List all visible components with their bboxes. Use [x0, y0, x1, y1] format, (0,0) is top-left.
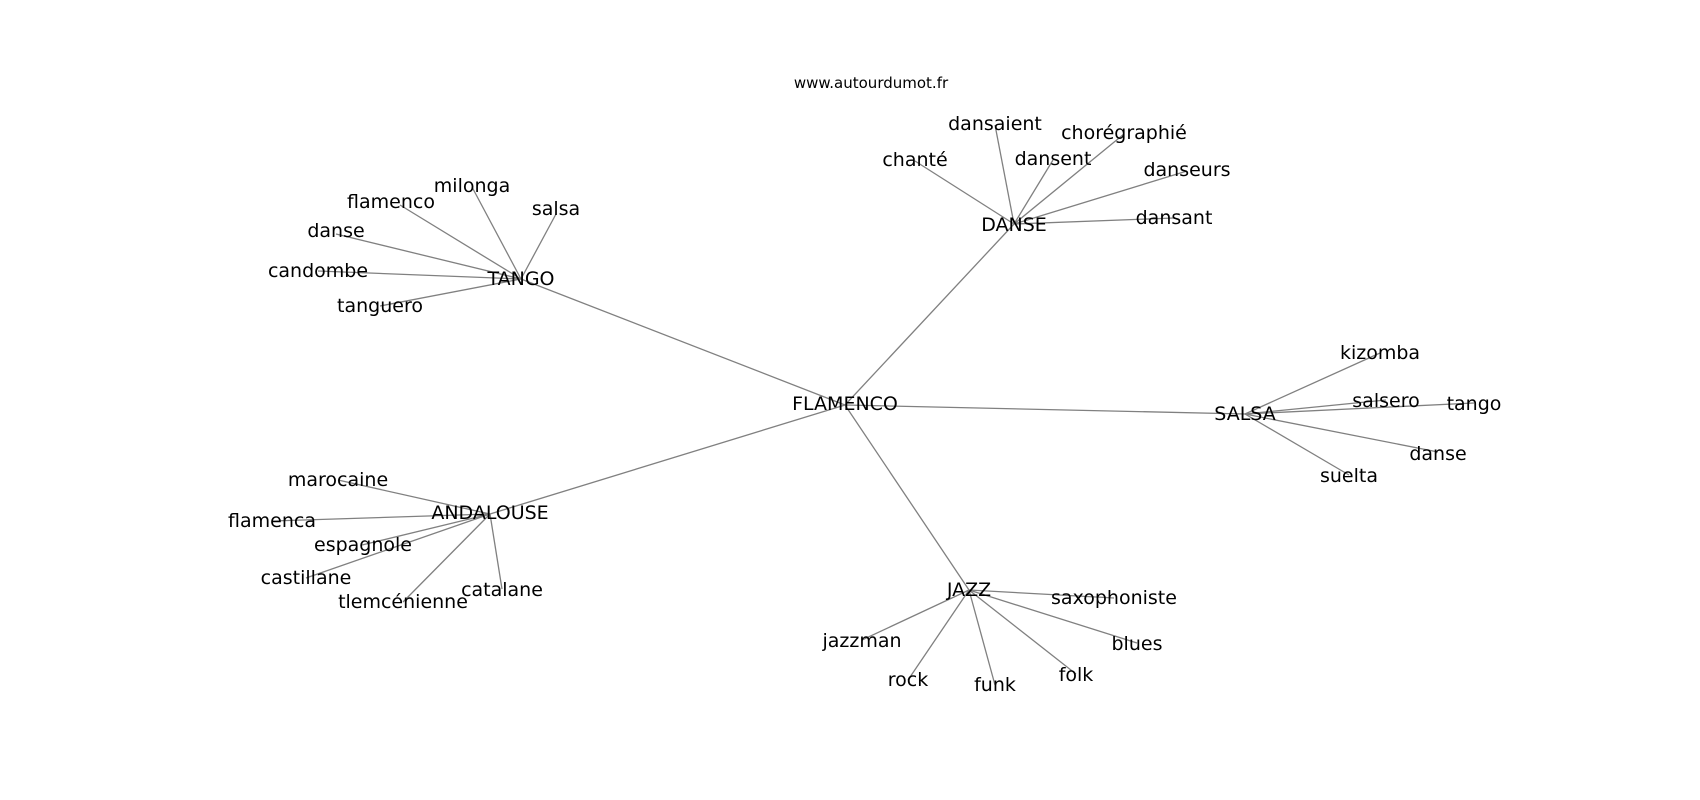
- leaf-label: castillane: [261, 567, 352, 589]
- leaf-label: danse: [1409, 443, 1466, 465]
- edge-danse-dansent: [1013, 159, 1054, 225]
- leaf-label: dansaient: [948, 113, 1042, 135]
- edge-tango-candombe: [317, 270, 522, 280]
- edge-jazz-funk: [968, 589, 996, 686]
- edge-tango-tanguero: [379, 278, 522, 307]
- watermark-text: www.autourdumot.fr: [794, 74, 949, 92]
- leaf-label: rock: [888, 669, 928, 691]
- edge-tango-milonga: [471, 186, 522, 280]
- edge-danse-chante: [914, 160, 1015, 225]
- edge-andalouse-catalane: [489, 513, 503, 590]
- leaf-label: candombe: [268, 260, 368, 282]
- edge-salsa-salsero: [1244, 399, 1387, 415]
- edge-salsa-kizomba: [1244, 352, 1381, 415]
- hub-label-andalouse: ANDALOUSE: [431, 502, 548, 524]
- edge-center-danse: [844, 223, 1015, 406]
- edge-danse-dansaient: [994, 124, 1015, 225]
- leaf-label: milonga: [434, 175, 510, 197]
- leaf-label: tanguero: [337, 295, 423, 317]
- hub-label-jazz: JAZZ: [946, 579, 991, 601]
- edge-jazz-saxophoniste: [968, 589, 1115, 599]
- leaf-label: flamenca: [228, 510, 316, 532]
- leaf-label: suelta: [1320, 465, 1378, 487]
- edge-jazz-folk: [968, 589, 1077, 675]
- edge-tango-danse: [335, 233, 522, 280]
- leaf-label: kizomba: [1340, 342, 1420, 364]
- edges: [271, 124, 1475, 686]
- edge-andalouse-flamenca: [271, 513, 491, 522]
- center-node-label: FLAMENCO: [792, 393, 898, 415]
- edge-danse-choregraphie: [1013, 133, 1125, 225]
- hub-label-salsa: SALSA: [1214, 403, 1275, 425]
- edge-salsa-tango: [1244, 402, 1475, 415]
- edge-center-andalouse: [489, 404, 846, 515]
- edge-andalouse-marocaine: [337, 479, 491, 515]
- leaf-label: salsa: [532, 198, 580, 220]
- leaf-label: blues: [1112, 633, 1163, 655]
- leaf-label: jazzman: [821, 630, 901, 652]
- leaf-label: flamenco: [347, 191, 435, 213]
- edge-salsa-danse: [1244, 413, 1439, 453]
- edge-tango-salsa: [520, 213, 557, 280]
- leaf-label: danseurs: [1143, 159, 1230, 181]
- leaf-label: espagnole: [314, 534, 412, 556]
- edge-andalouse-tlemcenienne: [402, 513, 491, 603]
- edge-andalouse-castillane: [305, 513, 491, 579]
- leaf-label: dansant: [1136, 207, 1213, 229]
- edge-andalouse-espagnole: [361, 513, 491, 546]
- leaf-label: marocaine: [288, 469, 388, 491]
- edge-center-salsa: [844, 404, 1246, 415]
- edge-center-jazz: [844, 404, 970, 591]
- edge-jazz-jazzman: [861, 589, 970, 641]
- edge-danse-dansant: [1013, 217, 1175, 225]
- leaf-label: catalane: [461, 579, 543, 601]
- leaf-label: tlemcénienne: [338, 591, 468, 613]
- edge-center-tango: [520, 278, 846, 406]
- leaf-label: salsero: [1352, 390, 1419, 412]
- edge-tango-flamenco: [399, 204, 522, 280]
- leaf-label: tango: [1447, 393, 1502, 415]
- leaf-label: chorégraphié: [1061, 122, 1187, 144]
- leaf-label: folk: [1059, 664, 1094, 686]
- edge-danse-danseurs: [1013, 170, 1188, 225]
- labels: www.autourdumot.fr FLAMENCO DANSE dansai…: [228, 74, 1501, 696]
- edge-salsa-suelta: [1244, 413, 1350, 476]
- leaf-label: funk: [974, 674, 1016, 696]
- leaf-label: dansent: [1015, 148, 1092, 170]
- hub-label-danse: DANSE: [981, 214, 1047, 236]
- leaf-label: chanté: [882, 149, 947, 171]
- edge-jazz-rock: [907, 589, 970, 681]
- leaf-label: danse: [307, 220, 364, 242]
- leaf-label: saxophoniste: [1051, 587, 1177, 609]
- edge-jazz-blues: [968, 589, 1138, 644]
- hub-label-tango: TANGO: [486, 268, 554, 290]
